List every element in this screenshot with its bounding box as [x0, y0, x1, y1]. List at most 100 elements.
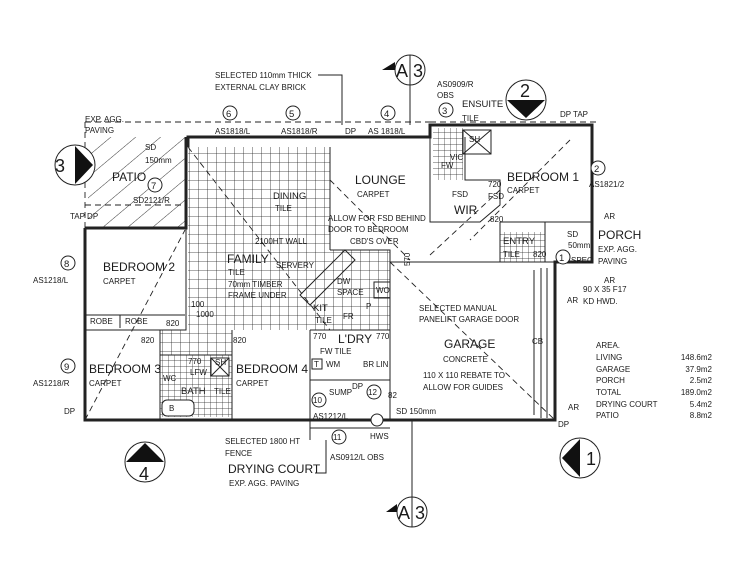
plan-label: EXTERNAL CLAY BRICK — [215, 83, 307, 92]
plan-label: TOTAL — [596, 388, 622, 397]
plan-label: 82 — [388, 391, 397, 400]
plan-label: LIN — [376, 360, 389, 369]
plan-label: DOOR TO BEDROOM — [328, 225, 409, 234]
plan-label: 6 — [226, 109, 231, 120]
plan-label: SELECTED MANUAL — [419, 304, 497, 313]
plan-label: BEDROOM 1 — [507, 170, 579, 184]
plan-label: DP — [64, 407, 75, 416]
plan-label: AS1218/L — [33, 276, 69, 285]
plan-label: 37.9m2 — [685, 365, 712, 374]
plan-label: CARPET — [89, 379, 122, 388]
plan-label: PORCH — [596, 376, 625, 385]
plan-label: 90 X 35 F17 — [583, 285, 627, 294]
room-porch: AR PORCH EXP. AGG. PAVING AR — [598, 212, 641, 285]
plan-label: PANELIFT GARAGE DOOR — [419, 315, 519, 324]
plan-label: DRYING COURT — [228, 462, 321, 476]
plan-label: SUMP — [329, 388, 352, 397]
plan-label: 7 — [151, 181, 156, 192]
plan-label: AS0909/R — [437, 80, 474, 89]
room-bedroom-3: 820 BEDROOM 3 CARPET — [89, 336, 161, 388]
plan-label: WO — [376, 286, 390, 295]
plan-label: B — [169, 404, 174, 413]
room-ensuite: ENSUITE TILE SH VIC FW — [441, 99, 503, 170]
plan-label: ROBE — [90, 317, 113, 326]
plan-label: LIVING — [596, 353, 622, 362]
plan-label: PAVING — [85, 126, 114, 135]
plan-label: CARPET — [236, 379, 269, 388]
plan-label: 2.5m2 — [690, 376, 713, 385]
plan-label: 9 — [64, 362, 69, 373]
plan-label: TILE — [275, 204, 292, 213]
plan-label: TILE — [228, 268, 245, 277]
plan-label: FSD — [488, 192, 504, 201]
plan-label: AR — [568, 403, 579, 412]
room-bath: WC 770 LFW SH BATH TILE B — [161, 357, 231, 417]
plan-label: T — [314, 360, 319, 369]
plan-label: DRYING COURT — [596, 400, 658, 409]
patio-hatch — [88, 137, 186, 227]
room-wir: FSD WIR — [452, 190, 478, 217]
plan-label: CARPET — [507, 186, 540, 195]
plan-label: 820 — [490, 215, 504, 224]
plan-label: TILE — [214, 387, 231, 396]
room-family: FAMILY TILE 70mm TIMBER FRAME UNDER SERV… — [227, 252, 315, 300]
plan-label: KIT — [313, 303, 328, 314]
plan-label: SD — [567, 230, 578, 239]
plan-label: 70mm TIMBER — [228, 280, 283, 289]
plan-label: ROBE — [125, 317, 148, 326]
plan-label: LFW — [190, 368, 207, 377]
section-letter: A — [396, 61, 408, 81]
plan-label: P — [366, 302, 371, 311]
plan-label: 1 — [559, 253, 564, 264]
section-letter: A — [398, 503, 410, 523]
plan-label: 4 — [384, 109, 389, 120]
plan-label: ALLOW FOR GUIDES — [423, 383, 503, 392]
plan-label: PAVING — [598, 257, 627, 266]
plan-label: WC — [163, 374, 177, 383]
plan-label: 1000 — [196, 310, 214, 319]
plan-label: 820 — [141, 336, 155, 345]
plan-label: PATIO — [596, 411, 619, 420]
plan-label: 100 — [191, 300, 205, 309]
plan-label: SERVERY — [276, 261, 315, 270]
plan-label: 50mm — [568, 241, 591, 250]
plan-label: SPACE — [337, 288, 364, 297]
plan-label: 11 — [333, 433, 342, 442]
plan-label: EXP. AGG. PAVING — [229, 479, 299, 488]
room-bedroom-4: 820 BEDROOM 4 CARPET — [233, 336, 308, 388]
room-patio: EXP. AGG. PAVING SD 150mm PATIO TAP DP — [70, 115, 172, 221]
plan-label: FSD — [452, 190, 468, 199]
plan-label: SH — [215, 358, 226, 367]
plan-label: AR — [567, 296, 578, 305]
plan-label: FR — [343, 312, 354, 321]
elevation-marker-3: 3 — [54, 144, 96, 186]
plan-label: 770 — [188, 357, 202, 366]
plan-label: OBS — [437, 91, 454, 100]
plan-label: EXP. AGG. — [598, 245, 637, 254]
plan-label: 4 — [139, 464, 149, 484]
plan-label: CONCRETE — [443, 355, 488, 364]
elevation-marker-1: 1 — [559, 437, 601, 479]
plan-label: AS1821/2 — [589, 180, 625, 189]
room-garage: GARAGE CONCRETE CB — [443, 337, 543, 364]
plan-label: 770 — [376, 332, 390, 341]
plan-label: CARPET — [357, 190, 390, 199]
plan-label: SPEC — [571, 256, 593, 265]
plan-label: AS1212/L — [313, 412, 349, 421]
plan-label: 1 — [586, 449, 596, 469]
plan-label: AR — [604, 212, 615, 221]
area-row: PORCH 2.5m2 — [596, 376, 713, 385]
plan-label: TILE — [503, 250, 520, 259]
room-kitchen: DW SPACE WO KIT TILE FR P — [313, 277, 391, 325]
plan-label: LOUNGE — [355, 173, 406, 187]
plan-label: 3 — [442, 106, 447, 117]
plan-label: SELECTED 1800 HT — [225, 437, 300, 446]
plan-label: VIC — [450, 153, 464, 162]
section-marker-a3-bottom: A 3 — [386, 420, 428, 528]
plan-label: PORCH — [598, 228, 641, 242]
plan-label: ENTRY — [503, 236, 536, 247]
plan-label: EXP. AGG. — [85, 115, 124, 124]
plan-label: 820 — [233, 336, 247, 345]
